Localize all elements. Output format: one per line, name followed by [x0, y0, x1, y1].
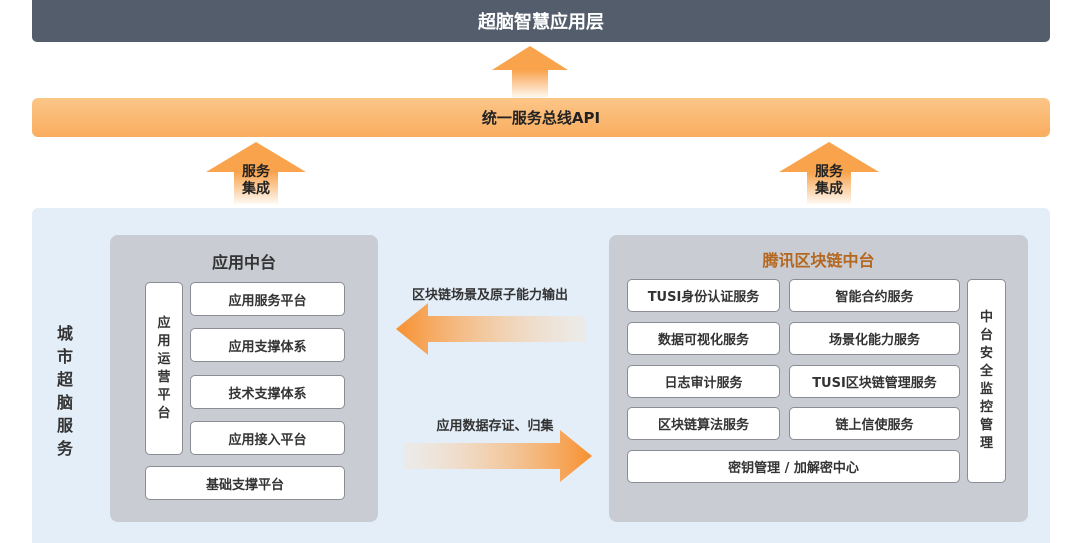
arrow-label-line2: 集成 [815, 181, 843, 197]
tusi-blockchain-management-service: TUSI区块链管理服务 [789, 365, 960, 398]
arrow-label-line1: 服务 [815, 164, 843, 180]
label-char: 市 [56, 347, 73, 366]
log-audit-service: 日志审计服务 [627, 365, 780, 398]
char: 管 [979, 418, 993, 433]
layer-title: 超脑智慧应用层 [478, 12, 604, 33]
smart-contract-service: 智能合约服务 [789, 279, 960, 312]
char: 中 [979, 310, 993, 325]
app-access-platform: 应用接入平台 [190, 421, 345, 455]
platform-security-monitoring: 中台安全监控管理 [967, 279, 1006, 483]
service-integration-arrow-left: 服务集成 [206, 142, 306, 204]
label-char: 务 [56, 439, 73, 458]
tencent-blockchain-platform: 腾讯区块链中台 TUSI身份认证服务 智能合约服务 数据可视化服务 场景化能力服… [609, 235, 1028, 522]
blockchain-algorithm-service: 区块链算法服务 [627, 407, 780, 440]
data-visualization-service: 数据可视化服务 [627, 322, 780, 355]
char: 安 [979, 346, 993, 361]
char: 监 [979, 382, 993, 397]
base-support-platform: 基础支撑平台 [145, 466, 345, 500]
char: 应 [157, 315, 171, 331]
char: 台 [157, 405, 171, 421]
label-char: 脑 [56, 393, 73, 412]
app-platform: 应用中台 应用运营平台 应用服务平台 应用支撑体系 技术支撑体系 应用接入平台 … [110, 235, 378, 522]
label-char: 服 [56, 416, 73, 435]
arrow-label-line2: 集成 [242, 181, 270, 197]
on-chain-messenger-service: 链上信使服务 [789, 407, 960, 440]
char: 控 [979, 400, 993, 415]
input-flow-label: 应用数据存证、归集 [436, 419, 554, 434]
tech-support-system: 技术支撑体系 [190, 375, 345, 409]
label-char: 城 [56, 324, 73, 343]
app-ops-platform: 应用运营平台 [145, 282, 183, 455]
service-integration-arrow-right: 服务集成 [779, 142, 879, 204]
char: 全 [979, 364, 993, 379]
char: 营 [157, 369, 171, 385]
char: 用 [157, 333, 171, 349]
app-service-platform: 应用服务平台 [190, 282, 345, 316]
label-char: 超 [56, 370, 73, 389]
app-support-system: 应用支撑体系 [190, 328, 345, 362]
arrow-label-line1: 服务 [242, 164, 270, 180]
char: 平 [157, 387, 171, 403]
char: 运 [157, 351, 171, 367]
char: 台 [979, 328, 993, 343]
right-arrow-icon [404, 430, 592, 482]
smart-brain-application-layer: 超脑智慧应用层 [32, 0, 1050, 42]
char: 理 [979, 436, 993, 451]
api-bus-title: 统一服务总线API [481, 109, 601, 127]
blockchain-platform-title: 腾讯区块链中台 [762, 251, 875, 270]
output-flow-label: 区块链场景及原子能力输出 [411, 288, 568, 303]
scenario-capability-service: 场景化能力服务 [789, 322, 960, 355]
city-brain-services-label: 城市超脑服务 [52, 322, 78, 460]
unified-service-bus-api: 统一服务总线API [32, 98, 1050, 137]
up-arrow-icon [492, 46, 568, 98]
tusi-identity-service: TUSI身份认证服务 [627, 279, 780, 312]
left-arrow-icon [396, 303, 586, 355]
app-platform-title: 应用中台 [211, 253, 276, 272]
key-management-center: 密钥管理 / 加解密中心 [627, 450, 960, 483]
